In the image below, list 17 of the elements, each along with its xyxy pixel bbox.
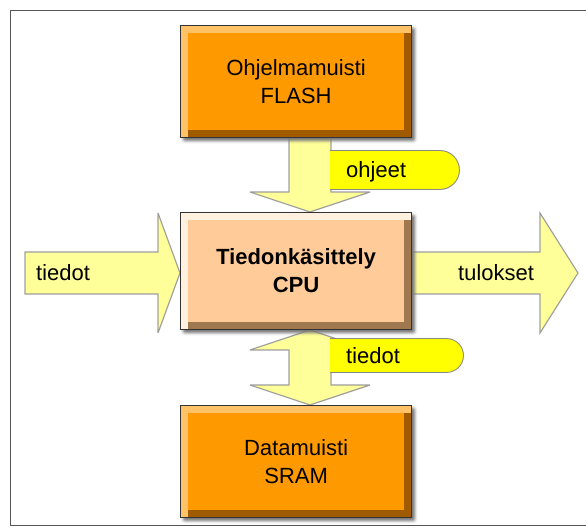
process-box <box>180 25 412 138</box>
block-arrow <box>249 137 371 213</box>
box-text: Tiedonkäsittely <box>216 243 376 271</box>
process-box <box>180 405 412 518</box>
edge-label: tulokset <box>458 259 534 287</box>
box-text: Datamuisti <box>244 434 348 462</box>
edge-label-tag: tiedot <box>330 338 464 373</box>
process-box <box>180 212 412 330</box>
box-text: FLASH <box>260 82 332 110</box>
block-arrow <box>411 210 579 336</box>
box-text: Ohjelmamuisti <box>226 54 366 82</box>
box-text: SRAM <box>264 462 328 490</box>
block-arrow <box>24 212 181 334</box>
box-text: CPU <box>272 271 320 299</box>
edge-label-tag: ohjeet <box>330 150 460 190</box>
edge-label: tiedot <box>36 259 90 287</box>
block-arrow <box>249 329 371 406</box>
